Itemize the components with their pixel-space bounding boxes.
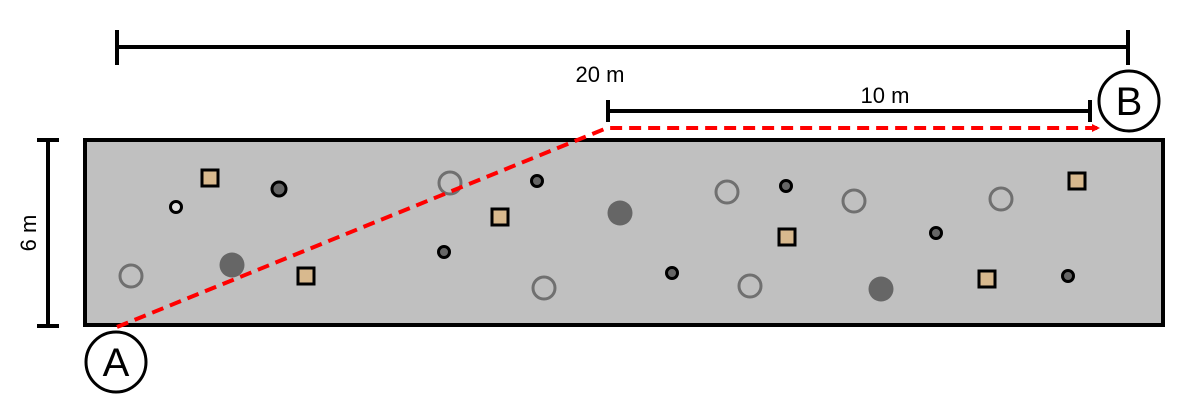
small-circle-marker: [1061, 269, 1075, 283]
field-area: [83, 138, 1165, 327]
partial-measure: [606, 100, 1092, 122]
square-marker: [490, 207, 510, 227]
square-marker: [977, 269, 997, 289]
partial-distance-label: 10 m: [861, 83, 910, 108]
filled-circle-marker: [868, 276, 894, 302]
small-dark-circles: [270, 174, 1075, 283]
small-circle-marker: [665, 266, 679, 280]
ring-marker: [841, 188, 867, 214]
filled-circle-marker: [607, 200, 633, 226]
point-b-label: B: [1116, 80, 1143, 124]
square-markers: [200, 168, 1087, 289]
point-b: B: [1097, 69, 1161, 133]
total-measure: [115, 30, 1130, 65]
ring-markers: [118, 170, 1014, 301]
small-circle-marker: [270, 180, 288, 198]
square-marker: [1067, 171, 1087, 191]
large-filled-circles: [219, 200, 894, 302]
small-circle-marker: [929, 226, 943, 240]
small-circle-marker: [437, 245, 451, 259]
square-marker: [200, 168, 220, 188]
small-circle-marker: [530, 174, 544, 188]
point-a: A: [84, 330, 148, 394]
square-marker: [777, 227, 797, 247]
ring-marker: [531, 275, 557, 301]
ring-marker: [118, 263, 144, 289]
ring-marker: [737, 273, 763, 299]
point-a-label: A: [103, 341, 130, 385]
square-marker: [296, 266, 316, 286]
total-distance-label: 20 m: [576, 62, 625, 87]
ring-marker: [714, 179, 740, 205]
height-label: 6 m: [16, 215, 41, 252]
small-light-circle-marker: [169, 200, 183, 214]
small-circle-marker: [779, 179, 793, 193]
filled-circle-marker: [219, 252, 245, 278]
path-a-to-b: [116, 124, 1100, 329]
height-measure: [37, 138, 59, 328]
ring-marker: [437, 170, 463, 196]
ring-marker: [988, 186, 1014, 212]
